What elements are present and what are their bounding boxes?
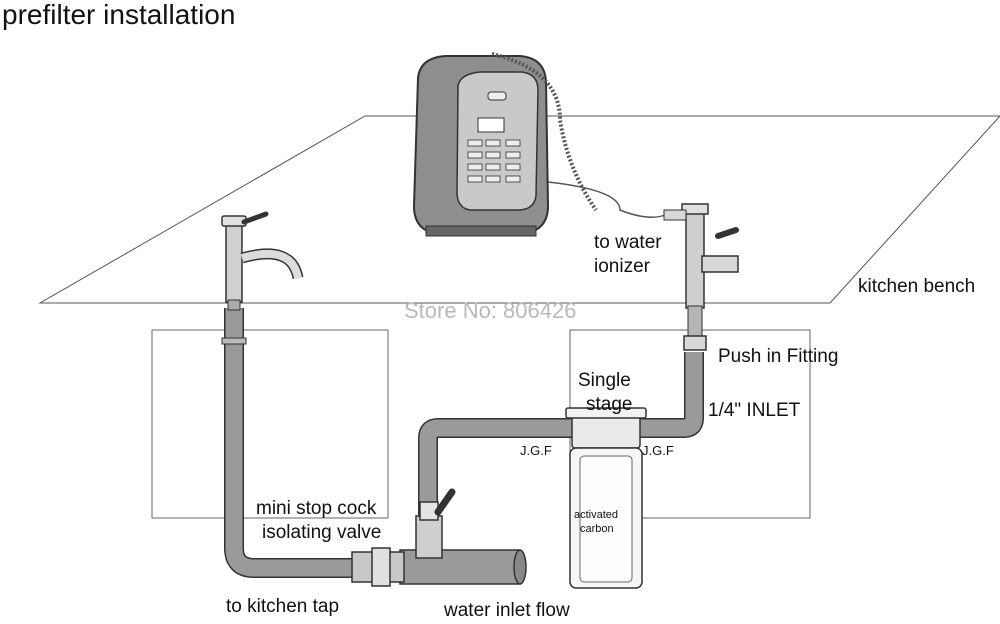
label-single-stage-line1: Single [578,370,631,391]
label-stop-cock-line1: mini stop cock [256,498,377,519]
label-single-stage-line2: stage [586,394,632,415]
ionizer-supply-tube [547,181,669,218]
label-inlet: 1/4" INLET [708,400,801,421]
label-activated-line2: carbon [580,523,614,535]
label-to-kitchen-tap: to kitchen tap [226,596,339,617]
label-kitchen-bench: kitchen bench [858,276,975,297]
label-activated-line1: activated [574,509,618,521]
pipe-valve-to-filter [418,418,572,520]
label-stop-cock-line2: isolating valve [262,522,381,543]
pipe-to-kitchen-tap [221,308,365,578]
mini-stop-cock-valve [351,488,456,587]
label-water-inlet-flow: water inlet flow [443,600,570,619]
left-cabinet-outline [151,329,389,519]
label-jgf-right: J.G.F [642,443,674,458]
label-to-water-ionizer-line1: to water [594,232,662,253]
pipe-filter-to-fitting [640,352,704,438]
prefilter-housing [565,407,647,589]
kitchen-tap [221,211,304,311]
label-jgf-left: J.G.F [520,443,552,458]
label-to-water-ionizer-line2: ionizer [594,256,651,277]
watermark-text: Store No: 806426 [404,298,576,323]
kitchen-bench-outline [38,115,1000,304]
page-title: prefilter installation [2,0,235,30]
diverter-valve [663,203,739,351]
water-ionizer-machine [412,55,550,237]
label-push-in-fitting: Push in Fitting [718,346,838,367]
